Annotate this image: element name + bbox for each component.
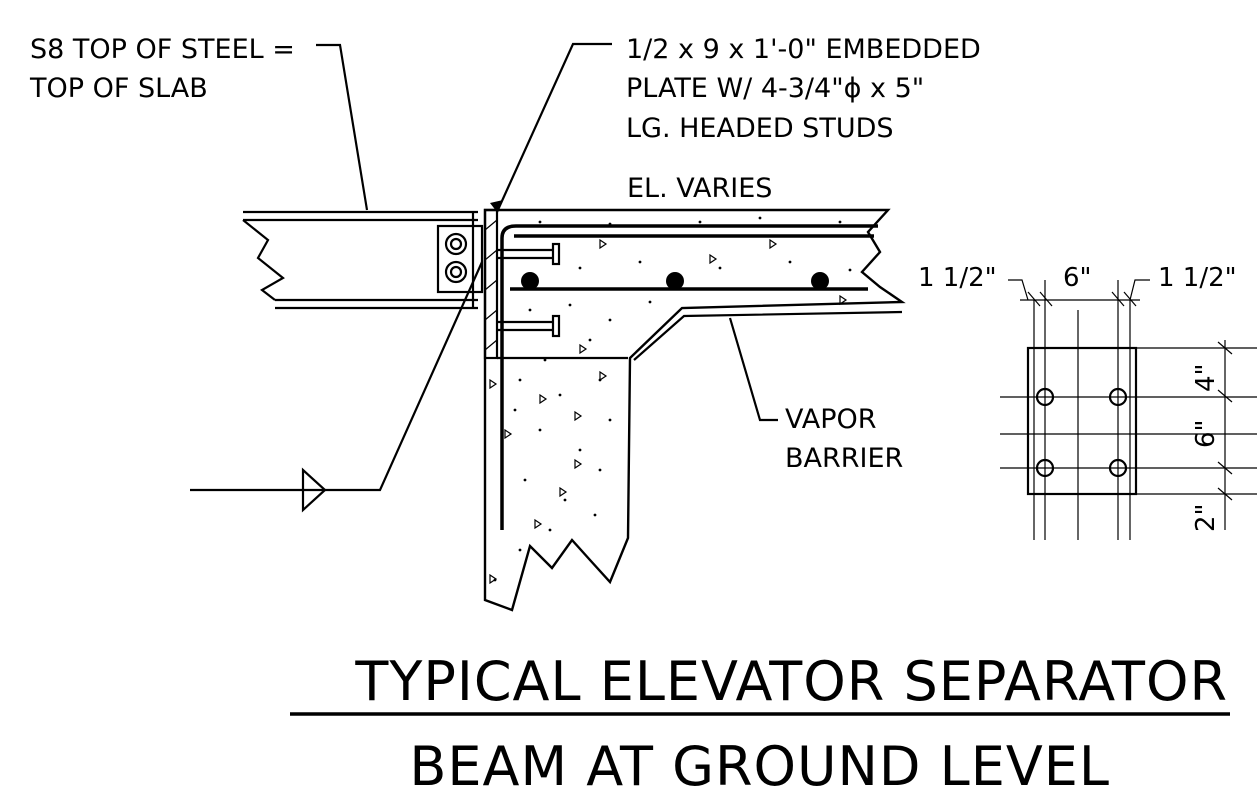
plate-detail: [1000, 279, 1257, 540]
clip-angle: [436, 224, 484, 294]
note-plate-studs: PLATE W/ 4-3/4"ϕ x 5": [626, 73, 924, 104]
dim-left: 1 1/2": [918, 263, 997, 293]
title-line-2: BEAM AT GROUND LEVEL: [409, 735, 1110, 795]
note-top-of-slab: TOP OF SLAB: [29, 73, 208, 104]
dim-mid-vertical: 6": [1191, 419, 1221, 448]
title-line-1: TYPICAL ELEVATOR SEPARATOR: [354, 650, 1228, 713]
concrete-section: [483, 208, 906, 612]
bolt-icon: [444, 260, 468, 284]
bolt-icon: [444, 232, 468, 256]
dim-middle: 6": [1063, 263, 1092, 293]
note-embedded-plate: 1/2 x 9 x 1'-0" EMBEDDED: [626, 34, 981, 65]
stud-icon: [1108, 458, 1128, 478]
note-top-of-steel: S8 TOP OF STEEL =: [30, 34, 295, 65]
dim-top: 4": [1191, 363, 1221, 392]
leader-lines: [190, 42, 778, 513]
stud-icon: [1108, 387, 1128, 407]
stud-icon: [1035, 458, 1055, 478]
stud-icon: [1035, 387, 1055, 407]
note-headed-studs: LG. HEADED STUDS: [626, 113, 894, 144]
note-vapor: VAPOR: [785, 404, 877, 435]
note-barrier: BARRIER: [785, 443, 903, 474]
dim-right: 1 1/2": [1158, 263, 1237, 293]
steel-beam: [242, 210, 478, 310]
dim-bottom: 2": [1191, 503, 1221, 532]
note-elevation: EL. VARIES: [627, 173, 772, 204]
